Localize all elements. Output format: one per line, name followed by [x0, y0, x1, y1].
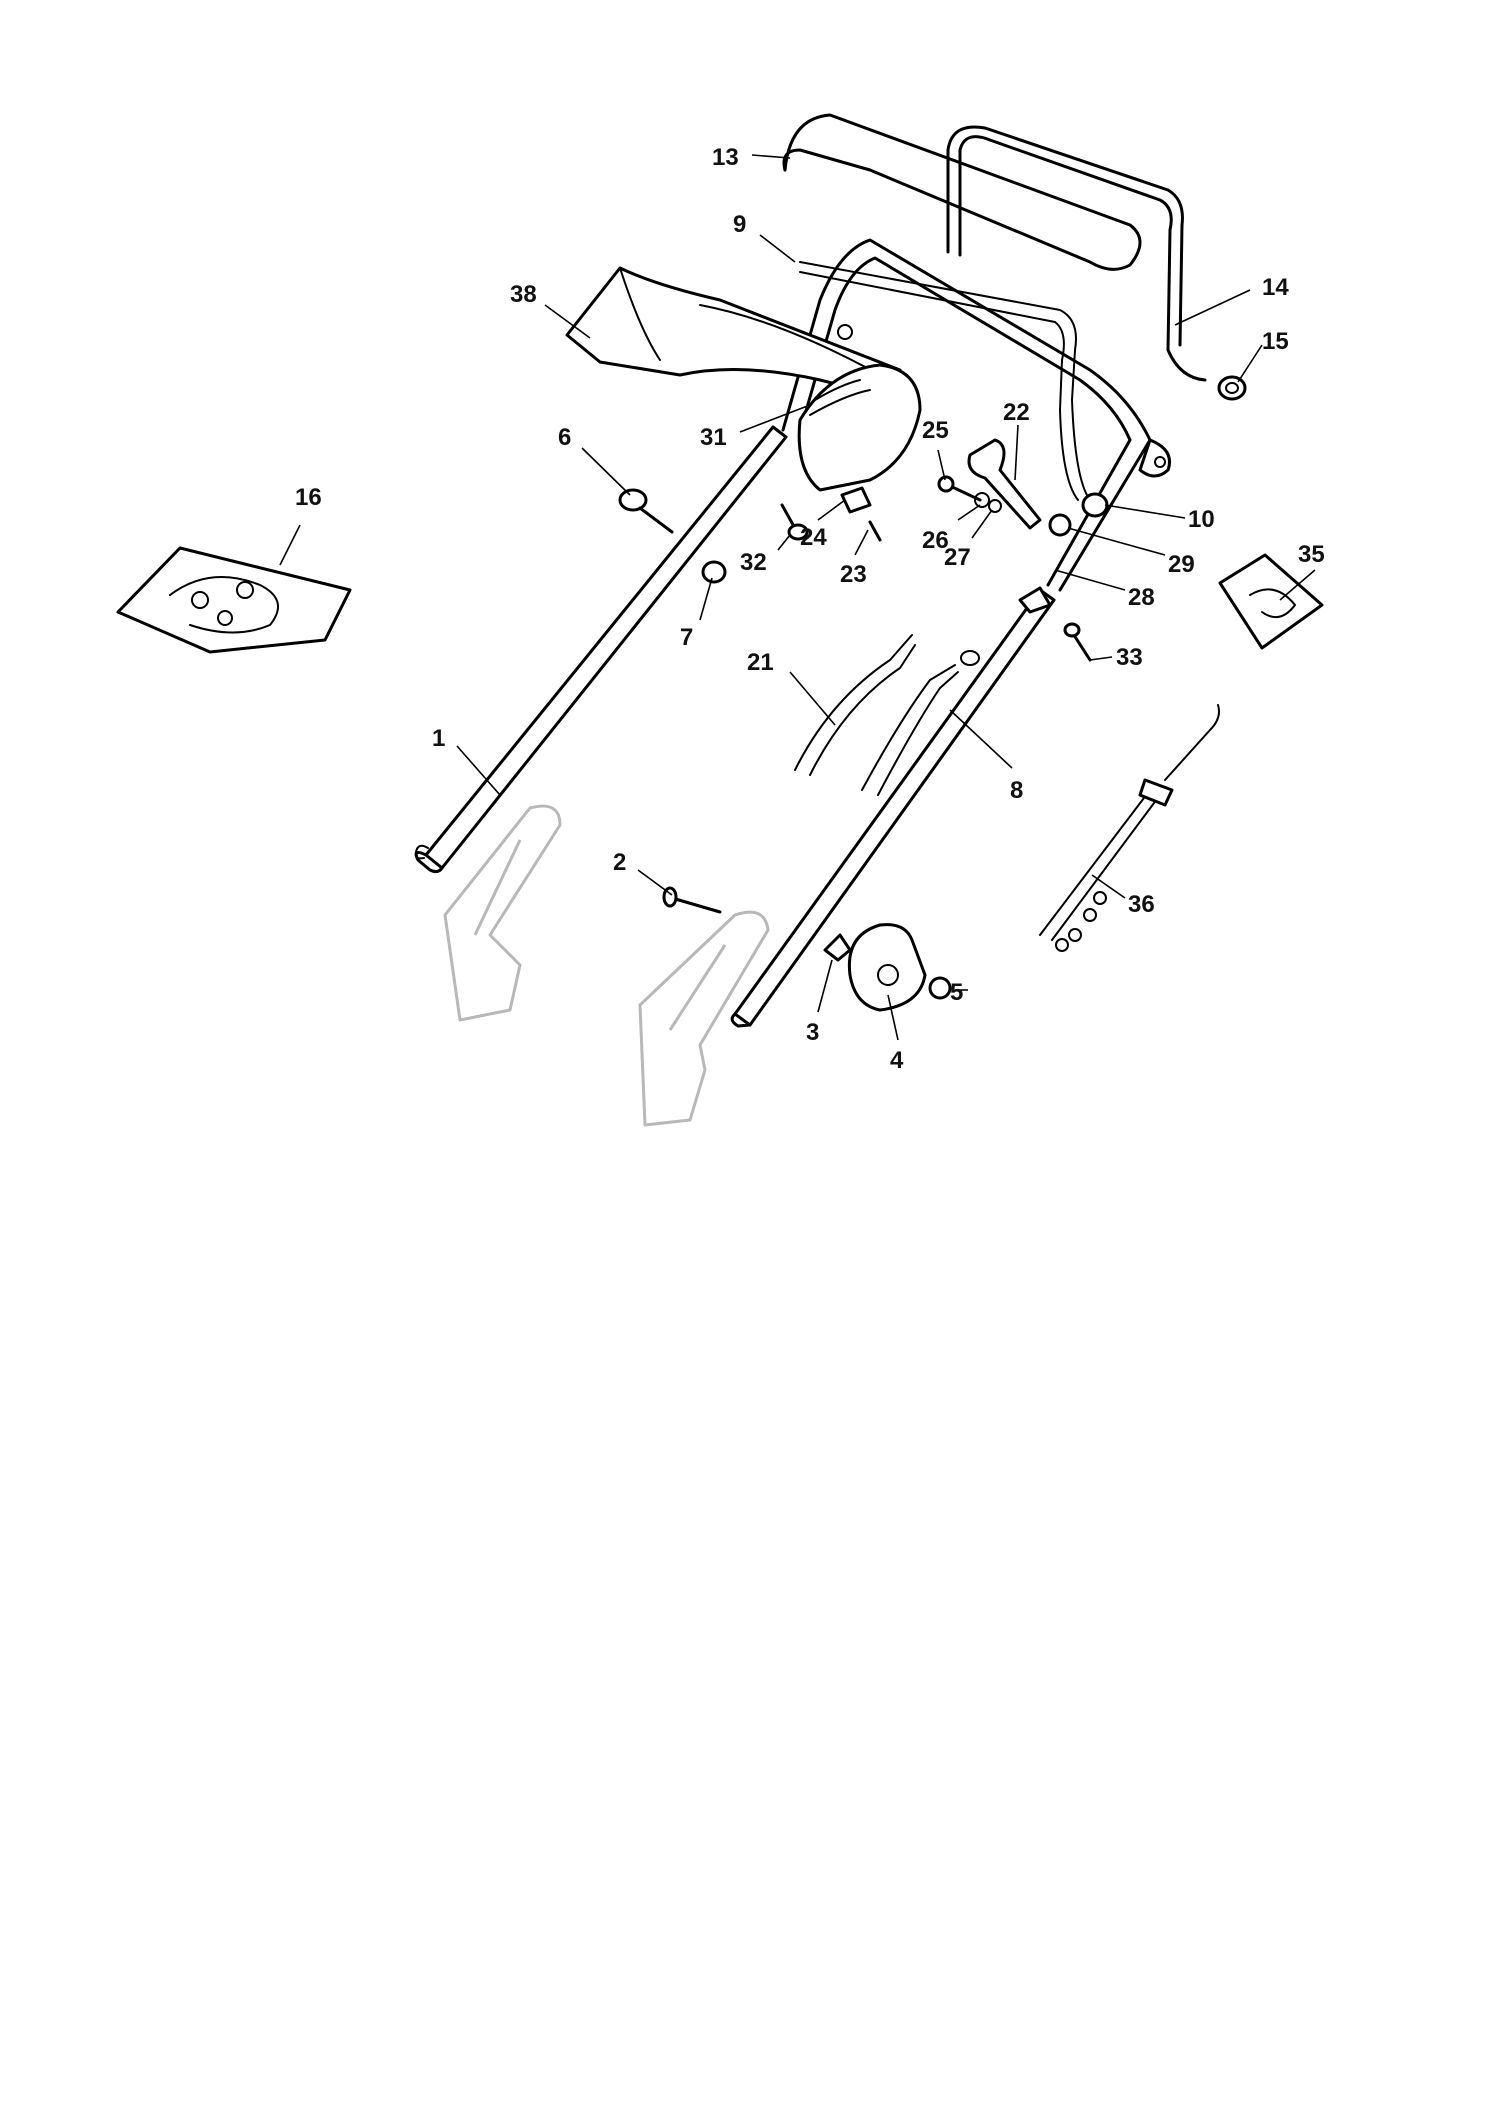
top-handle-13 — [782, 113, 1142, 271]
nut-5 — [928, 976, 952, 1000]
bolt-25 — [937, 475, 982, 502]
callout-22: 22 — [1003, 399, 1030, 426]
callout-31: 31 — [700, 424, 727, 451]
eyebolt-6 — [618, 488, 674, 534]
callout-10: 10 — [1188, 506, 1215, 533]
lever-22 — [967, 438, 1042, 530]
clip-24 — [840, 486, 872, 514]
callout-23: 23 — [840, 561, 867, 588]
hardware-bag-16 — [116, 546, 352, 654]
cable-36 — [1039, 704, 1220, 952]
callout-15: 15 — [1262, 328, 1289, 355]
grommet-15 — [1217, 375, 1247, 401]
callout-3: 3 — [806, 1019, 819, 1046]
callout-2: 2 — [613, 849, 626, 876]
callout-25: 25 — [922, 417, 949, 444]
cable-8 — [861, 650, 980, 796]
bushing-10 — [1081, 492, 1109, 518]
hardware-bag-35 — [1218, 553, 1324, 650]
screw-32 — [780, 503, 809, 541]
callout-24: 24 — [800, 524, 827, 551]
bolt-2 — [662, 886, 722, 914]
callout-16: 16 — [295, 484, 322, 511]
nut-29 — [1048, 513, 1072, 537]
callout-26: 26 — [922, 527, 949, 554]
height-bracket-left — [443, 804, 562, 1022]
callout-32: 32 — [740, 549, 767, 576]
drive-bail-14 — [946, 125, 1207, 382]
brake-bar-9 — [799, 261, 1091, 501]
lever-housing-31 — [797, 363, 922, 492]
callout-6: 6 — [558, 424, 571, 451]
cable-21 — [794, 634, 916, 776]
callout-5: 5 — [950, 979, 963, 1006]
callout-14: 14 — [1262, 274, 1289, 301]
callout-28: 28 — [1128, 584, 1155, 611]
callout-29: 29 — [1168, 551, 1195, 578]
lower-handle-left — [414, 425, 788, 874]
callout-33: 33 — [1116, 644, 1143, 671]
leader-lines — [279, 154, 1316, 1041]
callout-1: 1 — [432, 725, 445, 752]
screw-23 — [868, 520, 882, 542]
bushing-3 — [823, 933, 852, 962]
lower-handle-right — [730, 588, 1056, 1028]
callout-35: 35 — [1298, 541, 1325, 568]
callout-27: 27 — [944, 544, 971, 571]
washer-27 — [988, 499, 1002, 513]
callout-36: 36 — [1128, 891, 1155, 918]
washer-26 — [974, 492, 990, 508]
callout-38: 38 — [510, 281, 537, 308]
callout-4: 4 — [890, 1047, 904, 1074]
bracket-28 — [1018, 586, 1052, 614]
knob-4 — [847, 923, 927, 1012]
callout-8: 8 — [1010, 777, 1023, 804]
callout-13: 13 — [712, 144, 739, 171]
callout-7: 7 — [680, 624, 693, 651]
height-bracket-right — [638, 910, 770, 1127]
nut-7 — [701, 560, 727, 584]
screw-33 — [1063, 622, 1092, 662]
callout-9: 9 — [733, 211, 746, 238]
callout-labels: 1 2 3 4 5 6 7 8 9 10 13 14 15 16 21 22 2… — [295, 144, 1325, 1074]
callout-21: 21 — [747, 649, 774, 676]
